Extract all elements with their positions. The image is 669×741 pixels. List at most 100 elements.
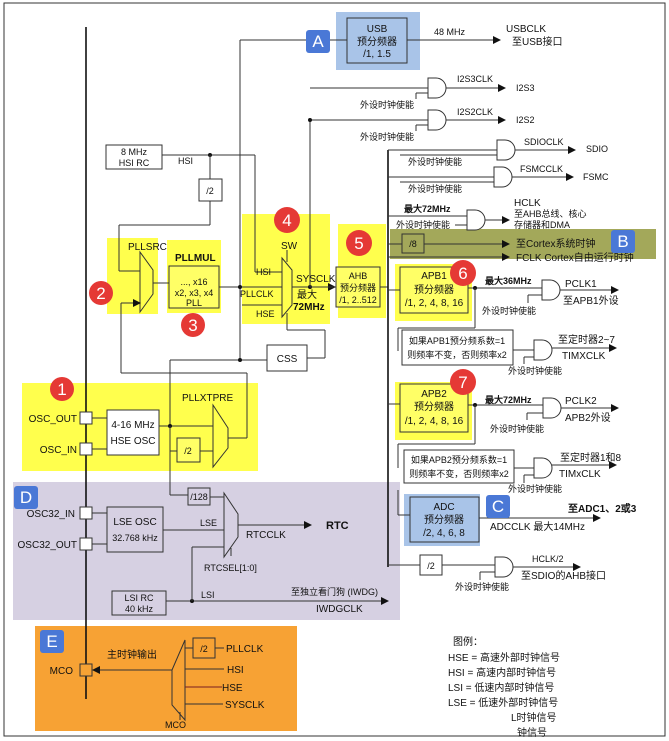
osc-out-pin	[79, 411, 93, 425]
ahb-ratio: /1, 2..512	[339, 295, 377, 305]
svg-text:C: C	[492, 497, 504, 516]
fsmc-enable-label: 外设时钟使能	[408, 183, 462, 194]
pclk2-and-gate	[542, 397, 562, 419]
sysclk-max-label: 最大	[297, 288, 317, 301]
number-badge-3: 3	[181, 313, 205, 337]
pllmul-line3: PLL	[186, 298, 202, 308]
letter-badge-b: B	[611, 230, 635, 253]
pclk1-label: PCLK1	[565, 279, 597, 290]
legend-item-hsi: HSI = 高速内部时钟信号	[448, 666, 556, 679]
lsi-signal-label: LSI	[201, 590, 215, 600]
legend-item-partial-1: L时钟信号	[511, 711, 557, 724]
ahb-label: 预分频器	[340, 282, 376, 293]
number-badge-4: 4	[274, 207, 300, 233]
apb2-timer-rule-2: 则频率不变，否则频率x2	[409, 468, 509, 479]
apb2-title: APB2	[421, 389, 447, 400]
sysclk-max-value: 72MHz	[293, 302, 325, 313]
rtc-dest: RTC	[326, 520, 349, 532]
sdio-and-gate	[496, 139, 516, 161]
legend-item-lse: LSE = 低速外部时钟信号	[448, 696, 558, 709]
pclk2-dest: APB2外设	[565, 412, 611, 424]
apb1-timer-multiplier-box	[401, 329, 514, 366]
css-box	[266, 344, 308, 372]
hsi-div2-label: /2	[206, 186, 214, 196]
usb-prescaler-box	[346, 17, 408, 64]
hclk-label: HCLK	[514, 198, 541, 209]
svg-text:3: 3	[188, 316, 197, 335]
svg-text:6: 6	[458, 264, 467, 283]
pllsrc-mux	[139, 250, 154, 314]
usbclk-label: USBCLK	[506, 24, 546, 35]
usb-dest-label: 至USB接口	[512, 35, 563, 48]
i2s3-enable-label: 外设时钟使能	[360, 99, 414, 110]
svg-text:D: D	[20, 488, 32, 507]
letter-badge-d: D	[14, 486, 38, 509]
i2s2-enable-label: 外设时钟使能	[360, 131, 414, 142]
apb2-max-label: 最大72MHz	[485, 394, 532, 405]
region-e-mco	[35, 626, 297, 731]
adc-label: 预分频器	[424, 513, 464, 526]
usb-freq: 48 MHz	[434, 27, 466, 37]
fclk-label: FCLK Cortex自由运行时钟	[516, 251, 634, 264]
mco-input-hse: HSE	[222, 683, 243, 694]
pllxtpre-label: PLLXTPRE	[182, 393, 233, 404]
lsi-rc-freq: 40 kHz	[125, 604, 154, 614]
i2s3clk-label: I2S3CLK	[457, 74, 493, 84]
timxclk-and-gate	[533, 339, 553, 361]
adc-ratio: /2, 4, 6, 8	[423, 528, 465, 539]
lsi-rc-box	[111, 590, 167, 616]
hse-div2-label: /2	[184, 446, 192, 456]
pllmul-label: PLLMUL	[175, 253, 216, 264]
cortex-systick-label: 至Cortex系统时钟	[516, 237, 595, 250]
letter-badge-c: C	[486, 495, 510, 518]
hse-osc-label: HSE OSC	[110, 436, 155, 447]
sdio-ahb-enable-label: 外设时钟使能	[455, 581, 509, 592]
sdio-ahb-dest: 至SDIO的AHB接口	[521, 569, 606, 582]
sysclk-label: SYSCLK	[296, 274, 336, 285]
apb1-max-label: 最大36MHz	[485, 275, 532, 286]
css-label: CSS	[277, 354, 298, 365]
number-badge-5: 5	[346, 230, 372, 256]
hse-div2-box	[176, 437, 201, 463]
rtcclk-label: RTCCLK	[246, 530, 286, 541]
timer1-8-dest: 至定时器1和8	[560, 451, 622, 464]
mco-div2-label: /2	[200, 644, 208, 654]
mco-pin	[79, 663, 93, 677]
sw-input-hsi: HSI	[256, 267, 271, 277]
ahb-title: AHB	[349, 271, 368, 281]
pclk1-and-gate	[541, 279, 561, 301]
apb1-timer-rule-1: 如果APB1预分频系数=1	[409, 335, 505, 346]
pllxtpre-mux	[212, 403, 229, 469]
timxclk-enable-label: 外设时钟使能	[508, 365, 562, 376]
svg-text:A: A	[312, 32, 324, 51]
sdio-dest: SDIO	[586, 144, 608, 154]
rtc-div128-label: /128	[190, 492, 208, 502]
iwdg-dest: 至独立看门狗 (IWDG)	[291, 586, 378, 597]
osc-in-label: OSC_IN	[40, 445, 77, 456]
lse-osc-label: LSE OSC	[113, 517, 156, 528]
number-badge-1: 1	[50, 377, 74, 401]
letter-badge-a: A	[306, 30, 330, 53]
lse-signal-label: LSE	[200, 518, 217, 528]
svg-text:2: 2	[96, 284, 105, 303]
apb2-timer-rule-1: 如果APB2预分频系数=1	[411, 454, 507, 465]
number-badge-2: 2	[89, 281, 113, 305]
lse-osc-freq: 32.768 kHz	[112, 533, 158, 543]
pllsrc-label: PLLSRC	[128, 242, 167, 253]
timer2-7-dest: 至定时器2~7	[558, 333, 615, 346]
hsi-rc-box	[105, 144, 163, 170]
i2s3-dest: I2S3	[516, 83, 535, 93]
adc-prescaler-box	[409, 496, 480, 543]
hse-osc-box	[106, 409, 160, 456]
apb1-ratio: /1, 2, 4, 8, 16	[405, 298, 464, 309]
hclk-dest-line2: 存储器和DMA	[514, 219, 570, 230]
apb2-timer-multiplier-box	[403, 449, 515, 484]
apb1-label: 预分频器	[414, 283, 454, 296]
usb-prescaler-ratio: /1, 1.5	[363, 49, 391, 60]
legend-title: 图例：	[453, 635, 483, 648]
usb-prescaler-label: 预分频器	[357, 35, 397, 48]
timx1-8-enable-label: 外设时钟使能	[508, 483, 562, 494]
adc-dest: 至ADC1、2或3	[568, 502, 637, 515]
osc32-out-pin	[79, 537, 93, 551]
osc32-in-pin	[79, 506, 93, 520]
